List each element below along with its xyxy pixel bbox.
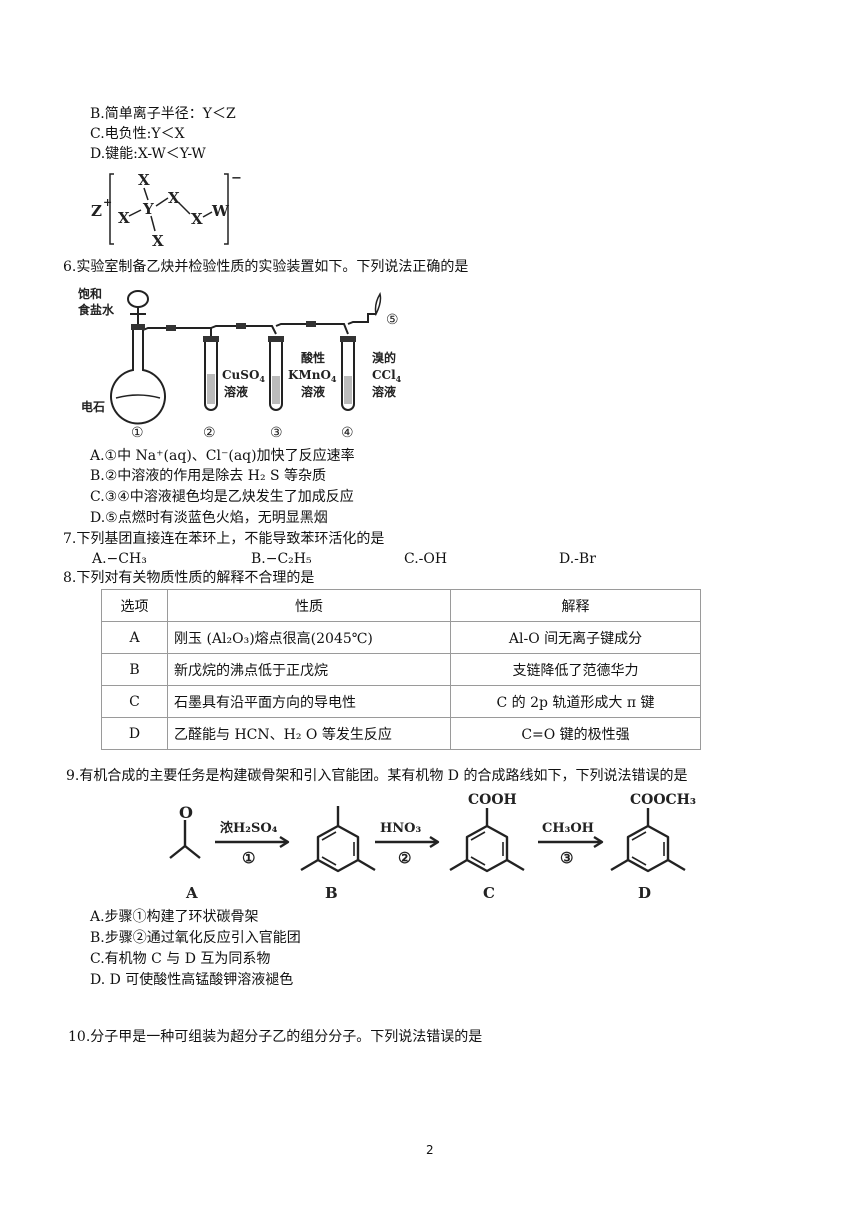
- row-property: 刚玉 (Al₂O₃)熔点很高(2045℃): [167, 621, 451, 654]
- atom-x-bottom: X: [152, 232, 164, 250]
- compound-label-c: C: [483, 884, 495, 902]
- q6-stem: 6.实验室制备乙炔并检验性质的实验装置如下。下列说法正确的是: [63, 259, 469, 275]
- q6-option-c: C.③④中溶液褪色均是乙炔发生了加成反应: [90, 489, 354, 505]
- tube3-label-1: 酸性: [301, 350, 325, 365]
- header-explanation: 解释: [450, 589, 701, 622]
- tube4-label-1: 溴的: [372, 350, 396, 365]
- row-property: 乙醛能与 HCN、H₂ O 等发生反应: [167, 717, 451, 750]
- row-property: 石墨具有沿平面方向的导电性: [167, 685, 451, 718]
- table-row: C 石墨具有沿平面方向的导电性 C 的 2p 轨道形成大 π 键: [101, 685, 701, 718]
- tube4-label-2: CCl4: [372, 368, 402, 384]
- page-number: 2: [426, 1143, 434, 1157]
- compound-label-d: D: [638, 884, 651, 902]
- funnel-label-1: 饱和: [78, 286, 102, 301]
- q9-synthesis-scheme: O 浓H₂SO₄ ① HNO₃ ② CH₃OH ③ COOH COOCH₃ A …: [169, 792, 696, 902]
- q9-option-c: C.有机物 C 与 D 互为同系物: [90, 951, 271, 967]
- label-num-2: ②: [203, 425, 216, 441]
- q7-option-a: A.−CH₃: [92, 551, 147, 567]
- table-row: B 新戊烷的沸点低于正戊烷 支链降低了范德华力: [101, 653, 701, 686]
- q8-table: 选项 性质 解释 A 刚玉 (Al₂O₃)熔点很高(2045℃) Al-O 间无…: [101, 589, 701, 750]
- q6-apparatus-diagram: 饱和 食盐水 电石 CuSO4 溶液 酸性 KMnO4 溶液 溴的 CCl4 溶…: [77, 286, 402, 441]
- compound-label-a: A: [185, 884, 198, 902]
- funnel-label-2: 食盐水: [77, 302, 115, 317]
- tube3-label-2: KMnO4: [288, 368, 337, 384]
- table-row: D 乙醛能与 HCN、H₂ O 等发生反应 C=O 键的极性强: [101, 717, 701, 750]
- label-num-3: ③: [270, 425, 283, 441]
- row-option: C: [101, 685, 168, 718]
- q9-option-a: A.步骤①构建了环状碳骨架: [90, 909, 259, 925]
- q6-option-a: A.①中 Na⁺(aq)、Cl⁻(aq)加快了反应速率: [90, 448, 355, 464]
- q9-option-b: B.步骤②通过氧化反应引入官能团: [90, 930, 301, 946]
- q7-stem: 7.下列基团直接连在苯环上，不能导致苯环活化的是: [63, 531, 385, 547]
- atom-y: Y: [142, 200, 154, 218]
- tube2-label-2: 溶液: [224, 384, 248, 399]
- label-num-1: ①: [131, 425, 144, 441]
- q5-option-c: C.电负性:Y＜X: [90, 126, 185, 142]
- table-row: A 刚玉 (Al₂O₃)熔点很高(2045℃) Al-O 间无离子键成分: [101, 621, 701, 654]
- atom-oxygen: O: [179, 803, 193, 822]
- label-num-4: ④: [341, 425, 354, 441]
- group-cooch3: COOCH₃: [630, 792, 696, 808]
- reagent-3: CH₃OH: [542, 821, 594, 836]
- row-option: D: [101, 717, 168, 750]
- label-num-5: ⑤: [386, 312, 399, 328]
- atom-x-top: X: [138, 171, 150, 189]
- q5-option-d: D.键能:X-W＜Y-W: [90, 146, 206, 162]
- reagent-2: HNO₃: [380, 821, 421, 836]
- tube2-label-1: CuSO4: [222, 368, 265, 384]
- compound-label-b: B: [325, 884, 338, 902]
- header-property: 性质: [167, 589, 451, 622]
- atom-x-left: X: [118, 209, 130, 227]
- table-header-row: 选项 性质 解释: [101, 589, 701, 622]
- row-option: B: [101, 653, 168, 686]
- cation-z: Z: [91, 202, 102, 220]
- step-3: ③: [560, 849, 573, 867]
- q7-option-c: C.-OH: [404, 551, 448, 567]
- row-option: A: [101, 621, 168, 654]
- q9-option-d: D. D 可使酸性高锰酸钾溶液褪色: [90, 972, 294, 988]
- q5-option-b: B.简单离子半径：Y＜Z: [90, 106, 236, 122]
- step-1: ①: [242, 849, 255, 867]
- tube4-label-3: 溶液: [372, 384, 396, 399]
- row-explanation: C=O 键的极性强: [450, 717, 701, 750]
- q5-anion-structure: Z + X X Y X X X W −: [91, 171, 242, 250]
- group-cooh: COOH: [468, 792, 517, 808]
- reagent-1: 浓H₂SO₄: [220, 820, 278, 836]
- q10-stem: 10.分子甲是一种可组装为超分子乙的组分分子。下列说法错误的是: [68, 1029, 483, 1045]
- q9-stem: 9.有机合成的主要任务是构建碳骨架和引入官能团。某有机物 D 的合成路线如下，下…: [66, 768, 688, 784]
- flask-label: 电石: [81, 399, 105, 414]
- row-explanation: 支链降低了范德华力: [450, 653, 701, 686]
- atom-x-bridge: X: [168, 189, 180, 207]
- row-explanation: C 的 2p 轨道形成大 π 键: [450, 685, 701, 718]
- atom-w: W: [211, 202, 230, 220]
- row-explanation: Al-O 间无离子键成分: [450, 621, 701, 654]
- q7-option-b: B.−C₂H₅: [251, 551, 312, 567]
- q8-stem: 8.下列对有关物质性质的解释不合理的是: [63, 570, 315, 586]
- row-property: 新戊烷的沸点低于正戊烷: [167, 653, 451, 686]
- atom-x-right: X: [191, 210, 203, 228]
- anion-charge: −: [231, 171, 242, 186]
- q7-option-d: D.-Br: [559, 551, 596, 567]
- q6-option-d: D.⑤点燃时有淡蓝色火焰，无明显黑烟: [90, 510, 328, 526]
- step-2: ②: [398, 849, 411, 867]
- q6-option-b: B.②中溶液的作用是除去 H₂ S 等杂质: [90, 468, 327, 484]
- tube3-label-3: 溶液: [301, 384, 325, 399]
- cation-charge: +: [103, 196, 112, 209]
- header-option: 选项: [101, 589, 168, 622]
